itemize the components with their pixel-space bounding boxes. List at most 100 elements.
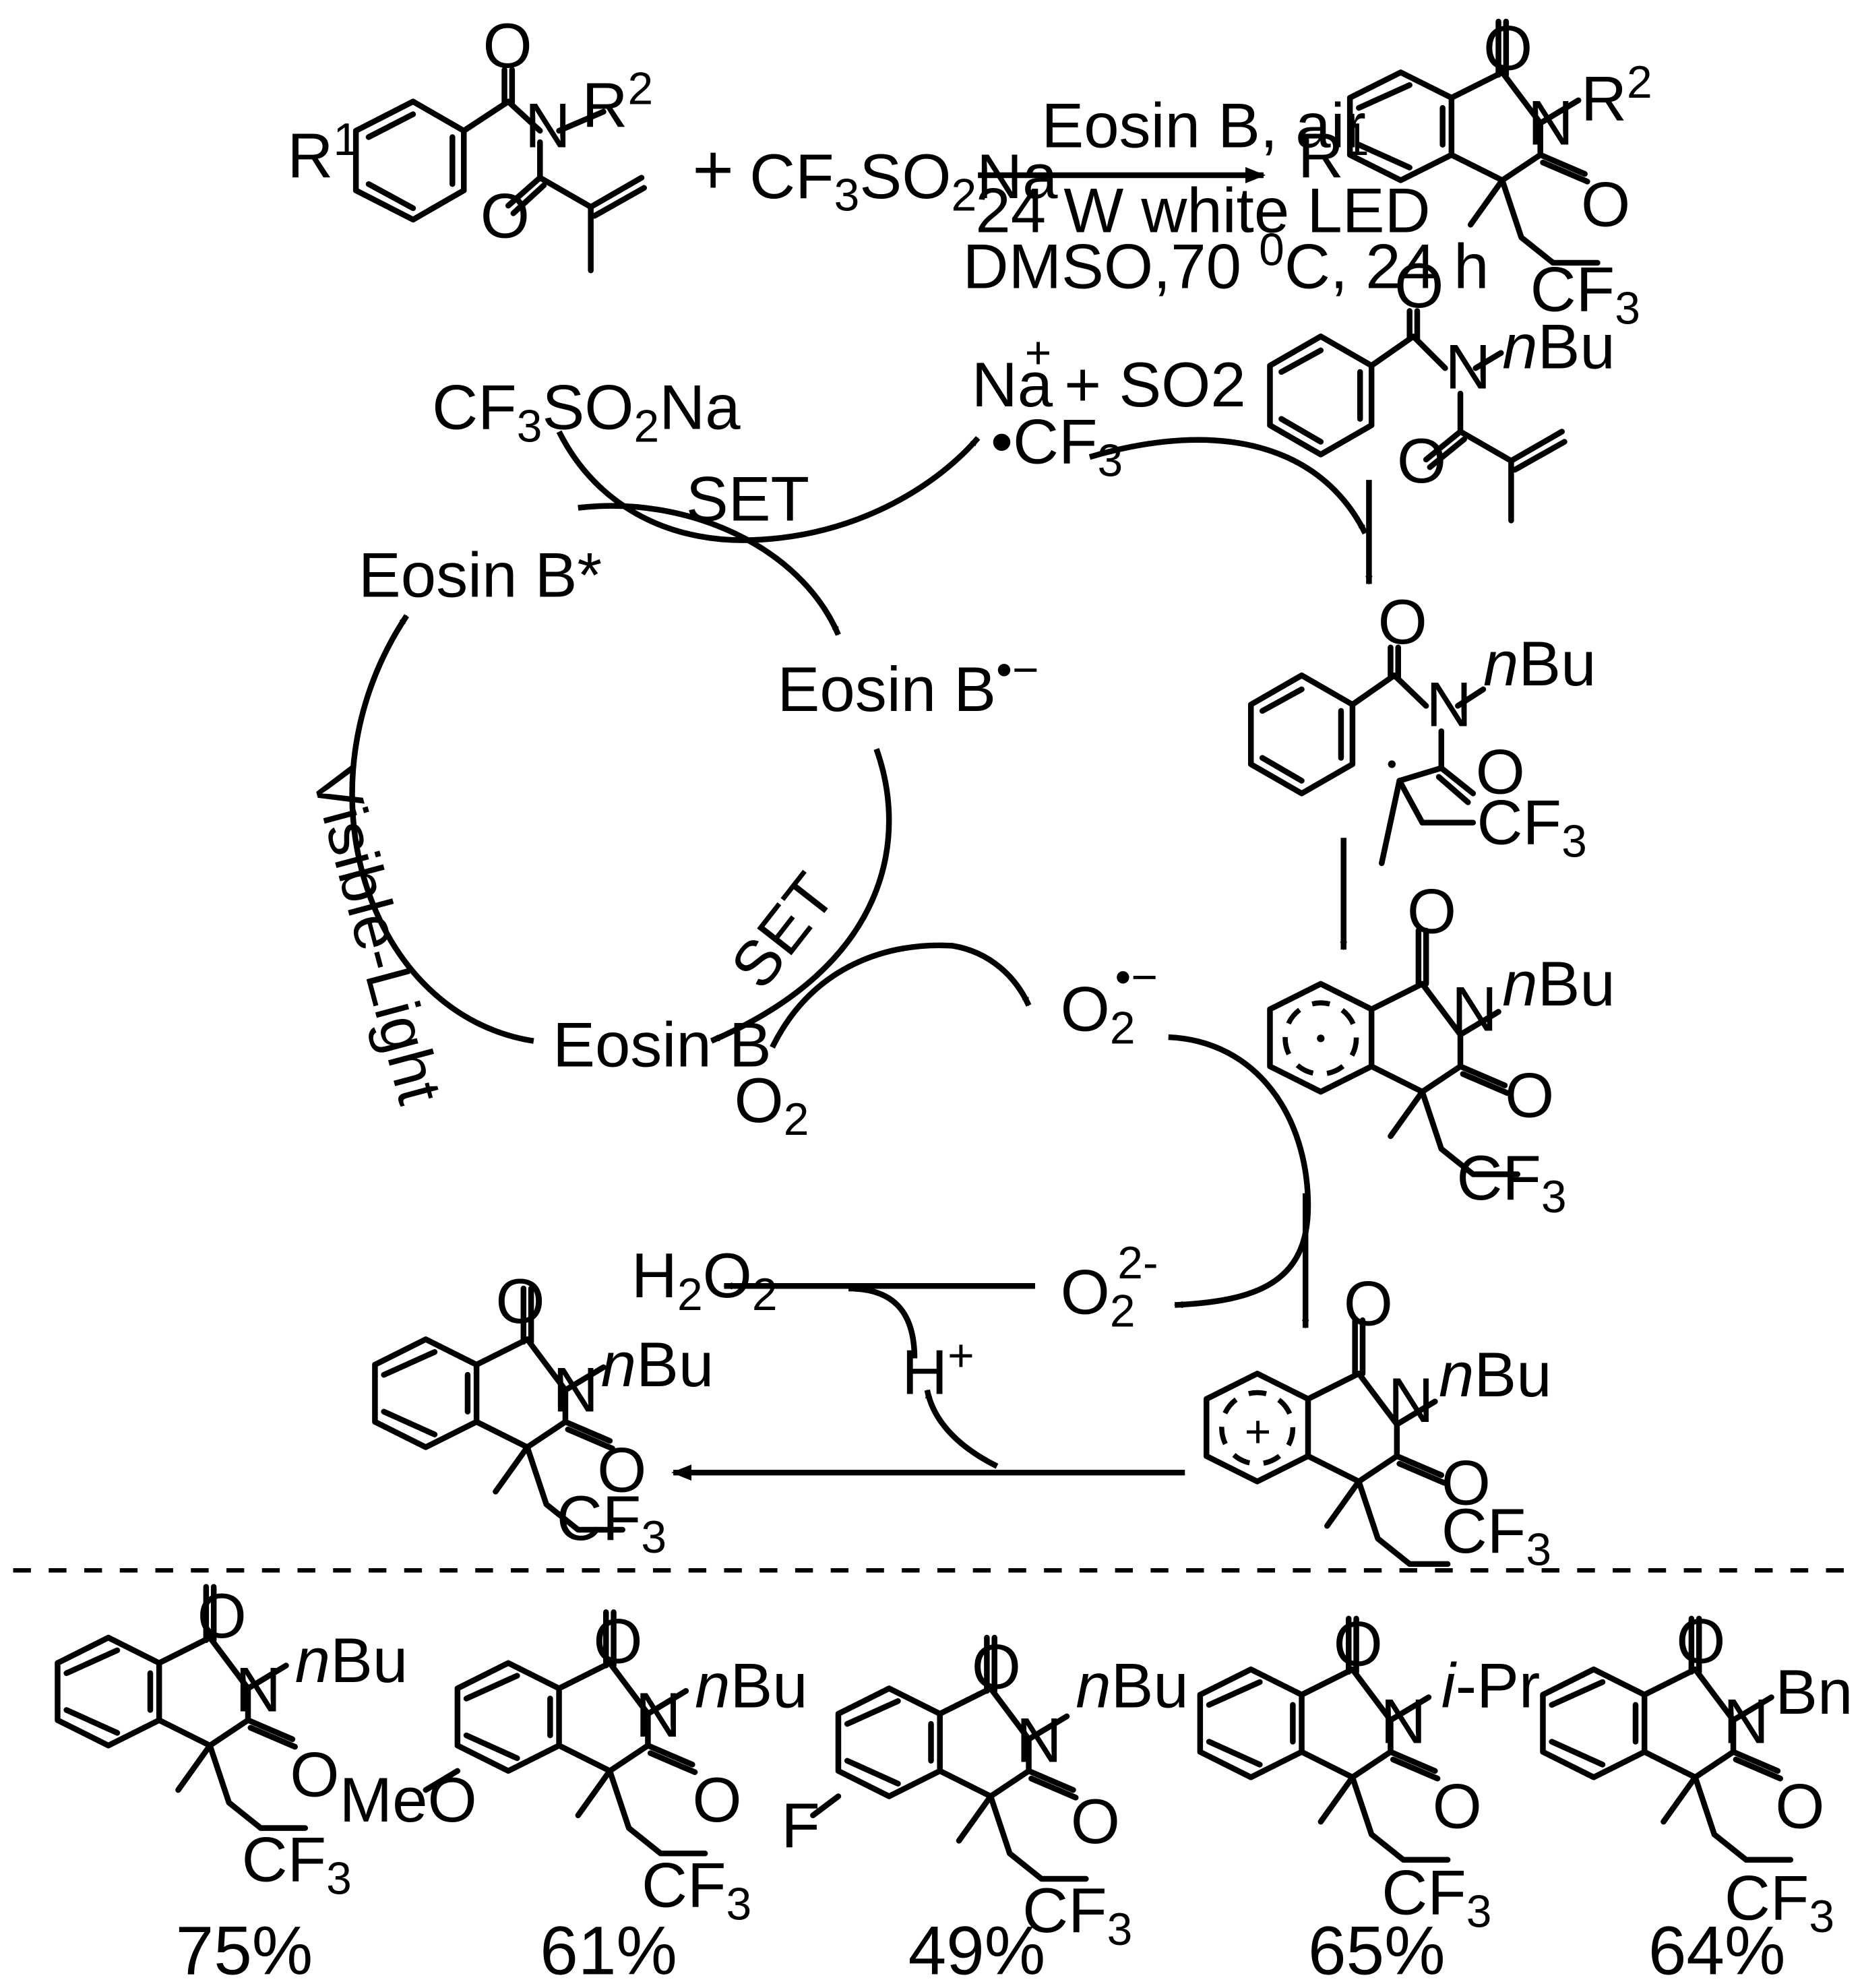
visible-light-label: Visible-Light <box>299 759 456 1111</box>
n: N <box>1426 669 1472 740</box>
o: O <box>1394 250 1444 321</box>
cf3: CF3 <box>1441 1495 1551 1576</box>
yield-label: 49% <box>908 1912 1046 1988</box>
o: O <box>495 1266 545 1336</box>
n: N <box>1380 1685 1426 1756</box>
eosin-excited: Eosin B* <box>359 539 602 610</box>
n-group: nBu <box>695 1650 808 1721</box>
substituent: MeO <box>340 1764 477 1835</box>
o2-reduction-arrow <box>770 942 1032 1049</box>
n: N <box>1452 974 1497 1045</box>
o: O <box>1676 1606 1725 1677</box>
o: O <box>1344 1268 1393 1339</box>
n: N <box>1445 331 1491 402</box>
o: O <box>197 1580 247 1651</box>
yield-label: 61% <box>540 1912 677 1988</box>
n: N <box>1016 1705 1062 1776</box>
o: O <box>1505 1060 1554 1131</box>
condition-light: 24 W white LED <box>975 175 1430 246</box>
radical-adduct: O N nBu O CF3 <box>1247 586 1596 867</box>
reaction-equation: R1 O N R2 O + CF3SO2Na Eosin B, air 24 W… <box>287 10 1652 334</box>
oxygen: O2 <box>735 1065 809 1145</box>
condition-solvent-temp: DMSO,70 0C, 24 h <box>963 225 1489 302</box>
eosin-radical-anion: Eosin B•− <box>778 645 1039 724</box>
hydrogen-peroxide: H2O2 <box>631 1240 778 1320</box>
o: O <box>1441 1447 1491 1518</box>
yield-label: 64% <box>1648 1912 1786 1988</box>
o: O <box>1334 1609 1383 1679</box>
product-5: O N Bn O CF3 64% <box>1543 1606 1853 1988</box>
radical-addition-arrow <box>1088 437 1368 535</box>
general-product: R1 O N R2 O CF3 <box>1298 13 1652 334</box>
n-group: i-Pr <box>1441 1650 1540 1721</box>
nbu: nBu <box>1502 311 1615 381</box>
mech-cf3so2na: CF3SO2Na <box>432 372 741 452</box>
cf3: CF3 <box>1456 1142 1566 1222</box>
na-so2: Na++ SO2 <box>972 328 1246 420</box>
substrate-scope: O N nBu O CF3 75% O N nBu O MeO CF3 61% … <box>57 1580 1853 1988</box>
o: O <box>1071 1786 1120 1857</box>
cation-plus: + <box>1245 1407 1272 1458</box>
set-arrow-eosin-radical <box>710 748 892 1044</box>
carbonyl-o: O <box>483 10 532 81</box>
o: O <box>593 1606 642 1677</box>
substituent: F <box>781 1790 820 1861</box>
r1-label: R1 <box>287 115 359 191</box>
mech-substrate: O N nBu O <box>1267 250 1615 524</box>
n: N <box>553 1355 598 1425</box>
product-2: O N nBu O MeO CF3 61% <box>340 1606 808 1988</box>
o: O <box>1407 876 1456 947</box>
electron-transfer-arrow <box>1168 1034 1311 1309</box>
mech-product: O N nBu O CF3 <box>375 1266 714 1563</box>
proton-to-h2o2-arrow <box>847 1284 918 1359</box>
o: O <box>1397 425 1446 496</box>
cyclized-radical: O N nBu O CF3 <box>1267 876 1615 1222</box>
o: O <box>972 1631 1021 1702</box>
nbu: nBu <box>601 1329 714 1400</box>
superoxide: O2•− <box>1061 952 1158 1053</box>
o: O <box>290 1739 339 1810</box>
o: O <box>597 1434 646 1505</box>
n: N <box>635 1679 681 1750</box>
cf3: CF3 <box>1477 787 1587 867</box>
nbu: nBu <box>1502 948 1615 1019</box>
n: N <box>235 1654 281 1725</box>
r1-label: R1 <box>1298 115 1369 191</box>
proton-release-arrow <box>924 1389 999 1469</box>
carbonyl-o: O <box>1483 13 1532 84</box>
carbonyl-o: O <box>480 180 530 251</box>
o: O <box>1476 736 1525 807</box>
eosin-ground: Eosin B <box>553 1009 772 1080</box>
yield-label: 65% <box>1308 1912 1446 1988</box>
n: N <box>1723 1685 1769 1756</box>
n-group: Bn <box>1775 1656 1853 1727</box>
n: N <box>1388 1365 1434 1435</box>
nbu: nBu <box>1439 1339 1552 1410</box>
proton: H+ <box>902 1330 974 1407</box>
nbu: nBu <box>1483 628 1596 699</box>
n-group: nBu <box>1076 1650 1189 1721</box>
o: O <box>1775 1771 1824 1842</box>
o: O <box>1433 1771 1482 1842</box>
product-4: O N i-Pr O CF3 65% <box>1200 1609 1540 1988</box>
cation-intermediate: + O N nBu O CF3 <box>1204 1268 1552 1576</box>
set-arrow-sulfinate <box>556 430 981 543</box>
yield-label: 75% <box>176 1912 313 1988</box>
carbonyl-o: O <box>1581 168 1630 239</box>
amide-n: N <box>525 90 571 161</box>
peroxide-dianion: O22- <box>1061 1238 1158 1337</box>
condition-catalyst: Eosin B, air <box>1041 90 1366 161</box>
r2-label: R2 <box>1581 57 1652 134</box>
cf3: CF3 <box>557 1483 666 1563</box>
cf3: CF3 <box>242 1824 352 1904</box>
visible-light-arrow <box>349 614 534 1044</box>
imide-n: N <box>1528 88 1574 158</box>
starting-amide: R1 O N R2 O <box>287 10 653 274</box>
plus-sign: + <box>692 131 734 210</box>
o: O <box>1378 586 1427 657</box>
r2-label: R2 <box>582 63 653 140</box>
product-3: O N nBu O F CF3 49% <box>781 1631 1189 1988</box>
o: O <box>692 1764 741 1835</box>
mechanism: CF3SO2Na Na++ SO2 •CF3 SET Eosin B* Eosi… <box>299 250 1615 1576</box>
